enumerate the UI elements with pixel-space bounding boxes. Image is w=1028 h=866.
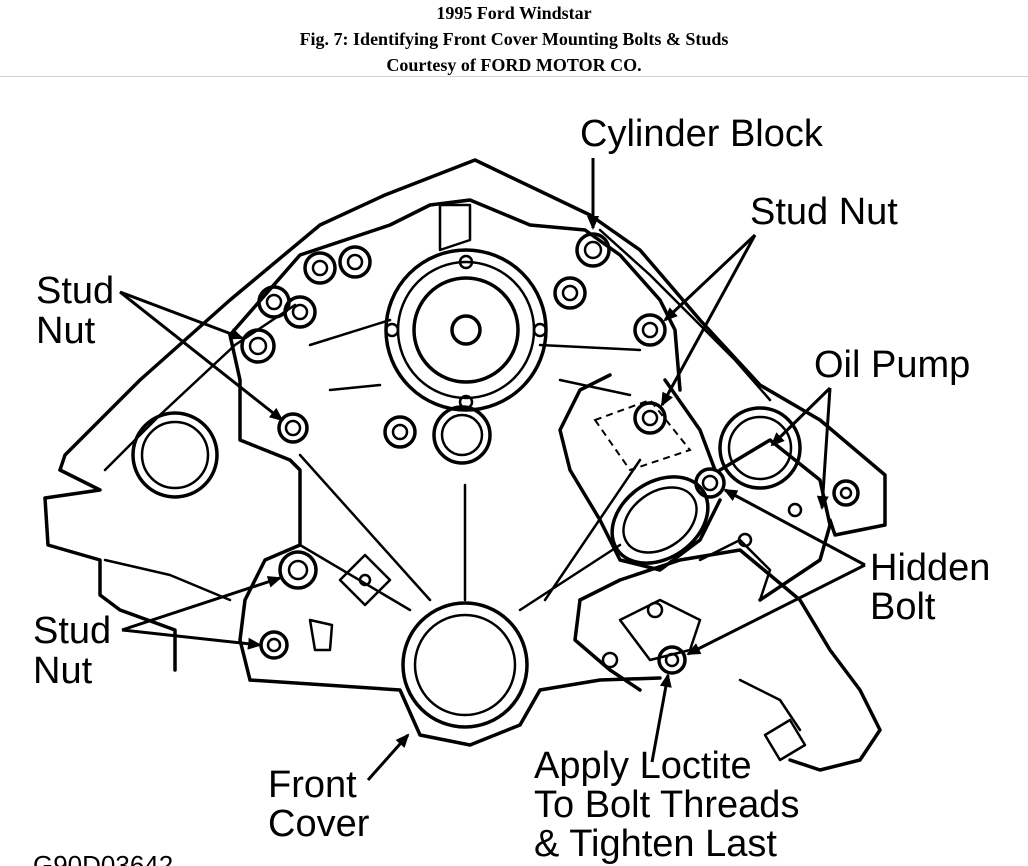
arrow-hidden-bolt-2 (686, 563, 866, 656)
water-pump-hub (384, 203, 548, 412)
label-stud-nut-left-bottom-line2: Nut (33, 650, 93, 692)
cylinder-block-outline (43, 158, 887, 672)
arrow-loctite (650, 673, 672, 763)
oil-pump-body (558, 373, 882, 772)
arrow-stud-nut-lb-2 (121, 628, 262, 650)
arrow-oil-pump-2 (816, 387, 832, 510)
front-cover-outline (228, 198, 682, 747)
arrow-stud-nut-lb-1 (121, 576, 282, 632)
label-front-cover-line1: Front (268, 764, 357, 806)
label-oil-pump: Oil Pump (814, 344, 970, 386)
header-vehicle-title: 1995 Ford Windstar (436, 3, 592, 23)
engine-front-cover-diagram: Cylinder Block Stud Nut Stud Nut Oil Pum… (33, 113, 990, 866)
outlet-neck (432, 405, 492, 465)
arrow-stud-nut-tr-1 (663, 233, 757, 322)
arrow-stud-nut-tr-2 (660, 234, 757, 407)
crankshaft-seal-opening (401, 601, 529, 729)
figure-header: 1995 Ford Windstar Fig. 7: Identifying F… (0, 0, 1028, 77)
figure-code: G90D03642 (33, 850, 173, 866)
arrow-hidden-bolt-1 (723, 488, 866, 567)
arrow-front-cover (366, 733, 410, 781)
label-front-cover-line2: Cover (268, 803, 370, 845)
arrow-oil-pump-1 (770, 386, 832, 447)
arrow-stud-nut-lt-2 (119, 290, 284, 422)
label-hidden-bolt-line2: Bolt (870, 586, 936, 628)
cover-boss (308, 553, 392, 652)
header-figure-caption: Fig. 7: Identifying Front Cover Mounting… (299, 29, 729, 49)
label-stud-nut-left-top-line1: Stud (36, 270, 114, 312)
right-core-plug (718, 406, 802, 490)
label-hidden-bolt-line1: Hidden (870, 547, 990, 589)
label-cylinder-block: Cylinder Block (580, 113, 824, 155)
arrow-stud-nut-lt-1 (119, 290, 244, 340)
label-loctite-line3: & Tighten Last (534, 823, 777, 865)
header-courtesy-line: Courtesy of FORD MOTOR CO. (386, 55, 642, 75)
left-core-plug (131, 411, 219, 499)
leader-arrows (119, 158, 866, 781)
label-stud-nut-left-bottom-line1: Stud (33, 610, 111, 652)
label-stud-nut-left-top-line2: Nut (36, 310, 96, 352)
label-loctite-line1: Apply Loctite (534, 745, 752, 787)
label-loctite-line2: To Bolt Threads (534, 784, 799, 826)
label-stud-nut-top-right: Stud Nut (750, 191, 898, 233)
bolt-heads (240, 232, 860, 675)
